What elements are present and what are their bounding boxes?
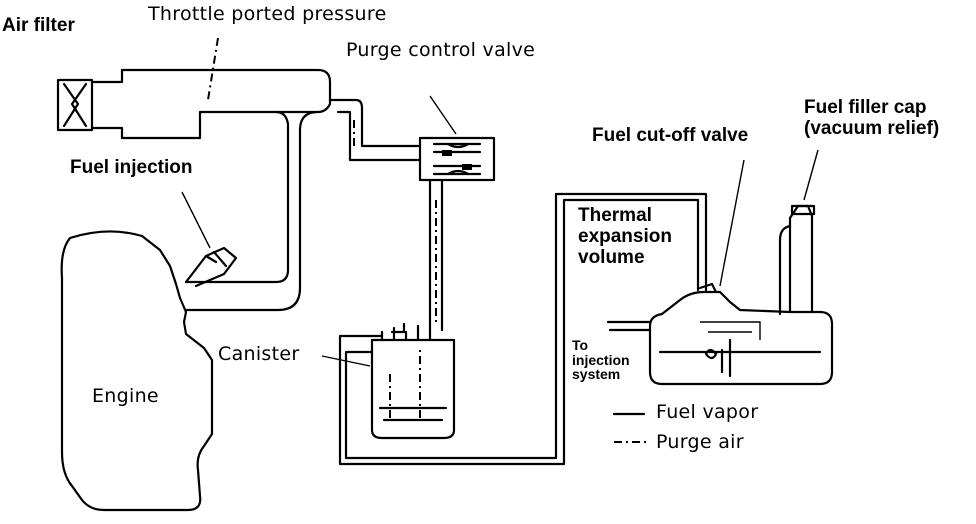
label-fuel-cutoff-valve: Fuel cut-off valve (592, 125, 749, 146)
label-to-injection-line2: injection (572, 351, 630, 368)
label-fuel-filler-cap: Fuel filler cap (vacuum relief) (804, 97, 940, 140)
legend-purge-air: Purge air (656, 431, 744, 453)
label-thermal-expansion-volume: Thermal expansion volume (578, 205, 672, 269)
label-air-filter: Air filter (2, 15, 75, 37)
label-fuel-injection: Fuel injection (70, 157, 193, 178)
label-fuel-filler-cap-line2: (vacuum relief) (804, 117, 940, 139)
purge-line-upper (336, 98, 422, 162)
label-air-filter-text: Air filter (2, 15, 75, 36)
purge-line-to-canister (428, 178, 444, 332)
label-thermal-line2: expansion (578, 225, 672, 247)
fuel-injector (181, 191, 238, 288)
label-to-injection-line3: system (572, 366, 621, 383)
fuel-filler-neck (778, 149, 819, 316)
legend-fuel-vapor: Fuel vapor (656, 401, 759, 423)
label-thermal-line1: Thermal (578, 205, 652, 226)
label-canister: Canister (218, 343, 300, 365)
label-thermal-line3: volume (578, 246, 645, 268)
vapor-line-to-tank (338, 192, 708, 466)
intake-duct (120, 37, 340, 312)
legend-samples (612, 412, 646, 443)
air-filter-housing (56, 68, 124, 140)
label-purge-control-valve: Purge control valve (346, 39, 536, 61)
engine-block (60, 230, 214, 512)
canister-body (321, 324, 456, 440)
label-throttle-ported-pressure: Throttle ported pressure (148, 3, 387, 25)
label-to-injection-line1: To (572, 337, 589, 353)
label-engine: Engine (92, 385, 159, 407)
label-to-injection-system: To injection system (572, 338, 630, 382)
fuel-tank (606, 159, 834, 386)
label-fuel-filler-cap-line1: Fuel filler cap (804, 97, 927, 118)
purge-control-valve-body (418, 95, 496, 182)
